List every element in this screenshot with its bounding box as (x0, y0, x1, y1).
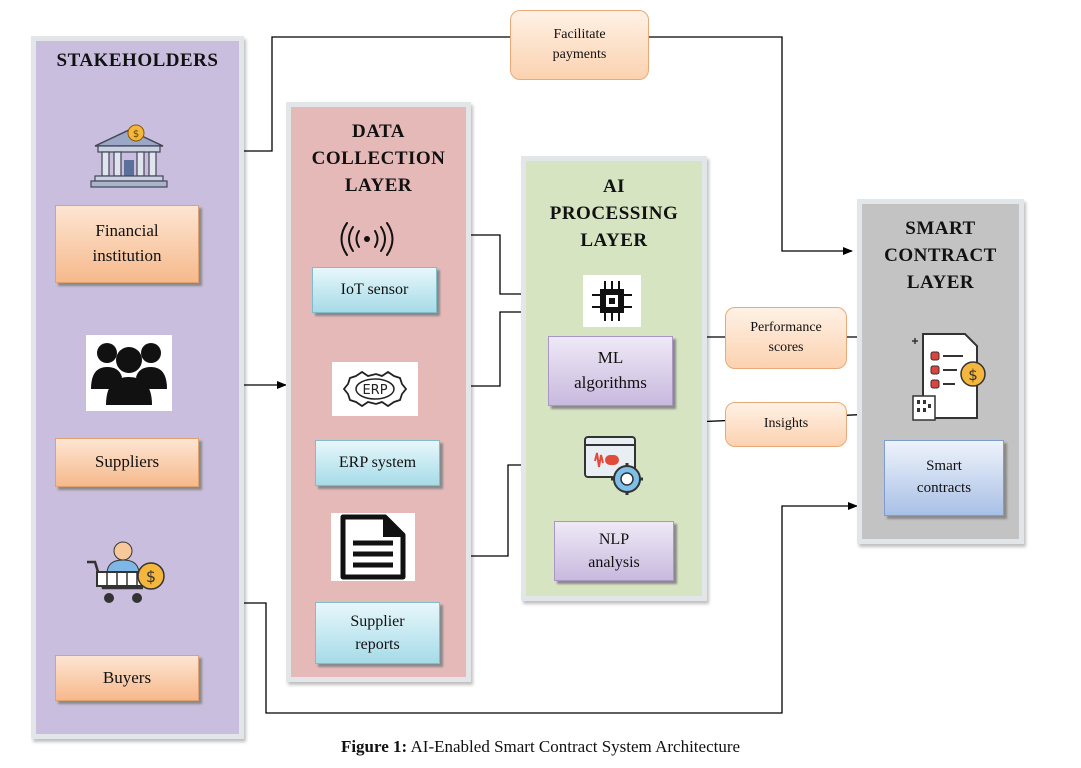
ai-processing-title: AI PROCESSING LAYER (549, 176, 679, 251)
smart-contract-title: SMART CONTRACT LAYER (884, 218, 997, 293)
facilitate-payments-label: Facilitate payments (510, 10, 649, 80)
smart-contract-icon: $ (912, 333, 986, 421)
erp-gear-icon: ERP (332, 362, 418, 416)
buyers-to-smart-line (244, 502, 858, 714)
svg-text:$: $ (146, 567, 156, 586)
supplier-reports-box: Supplier reports (315, 602, 440, 664)
insights-label: Insights (725, 402, 847, 447)
buyer-cart-icon: $ (87, 541, 165, 603)
wireless-signal-icon (340, 222, 394, 256)
nlp-analysis-icon (584, 436, 643, 495)
nlp-analysis-box: NLP analysis (554, 521, 674, 581)
figure-caption-text: AI-Enabled Smart Contract System Archite… (410, 737, 741, 756)
smart-contracts-box: Smart contracts (884, 440, 1004, 516)
document-icon (331, 513, 415, 581)
suppliers-group-icon (86, 335, 172, 411)
svg-text:$: $ (968, 366, 978, 384)
chip-icon (583, 275, 641, 327)
figure-label: Figure 1 (340, 737, 402, 756)
bank-icon: $ (90, 124, 168, 188)
performance-scores-label: Performance scores (725, 307, 847, 369)
erp-icon-text: ERP (362, 383, 387, 398)
ml-algorithms-box: ML algorithms (548, 336, 673, 406)
erp-system-box: ERP system (315, 440, 440, 486)
buyers-box: Buyers (55, 655, 199, 701)
financial-institution-box: Financial institution (55, 205, 199, 283)
figure-caption: Figure 1: AI-Enabled Smart Contract Syst… (340, 737, 741, 756)
iot-sensor-box: IoT sensor (312, 267, 437, 313)
suppliers-box: Suppliers (55, 438, 199, 487)
data-collection-title: DATA COLLECTION LAYER (311, 121, 446, 196)
stakeholders-title: STAKEHOLDERS (56, 50, 219, 71)
svg-text:$: $ (133, 129, 139, 140)
